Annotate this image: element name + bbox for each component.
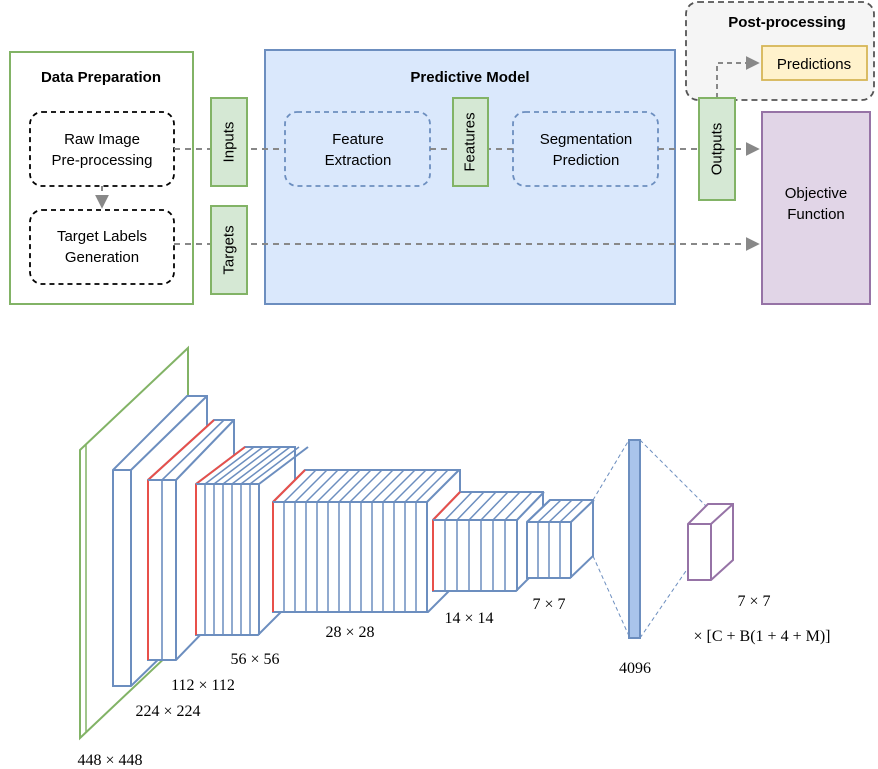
size-label-14: 14 × 14: [444, 610, 493, 627]
segmentation-line2: Prediction: [553, 152, 620, 169]
post-processing-title: Post-processing: [728, 14, 846, 31]
conv-layer-7: [526, 499, 595, 579]
objective-function-line2: Function: [787, 206, 845, 223]
segmentation-line1: Segmentation: [540, 131, 633, 148]
data-preparation-block: Data Preparation Raw Image Pre-processin…: [9, 51, 194, 305]
output-size-label: 7 × 7: [737, 593, 770, 610]
target-labels-box: [29, 209, 175, 285]
size-label-56: 56 × 56: [230, 651, 279, 668]
targets-label: Targets: [221, 225, 238, 274]
feature-extraction-line2: Extraction: [325, 152, 392, 169]
post-processing-block: Post-processing Predictions: [685, 1, 875, 101]
objective-function-line1: Objective: [785, 185, 848, 202]
target-labels-line2: Generation: [65, 249, 139, 266]
size-label-7: 7 × 7: [532, 596, 565, 613]
raw-image-label-line1: Raw Image: [64, 131, 140, 148]
output-depth-label: × [C + B(1 + 4 + M)]: [694, 628, 831, 645]
inputs-label: Inputs: [221, 122, 238, 163]
conv-layer-56: [195, 446, 309, 636]
data-preparation-title: Data Preparation: [41, 69, 161, 86]
cnn-architecture: 448 × 448 224 × 224 112 × 112 56 × 56 28…: [77, 345, 831, 769]
size-label-448: 448 × 448: [77, 752, 142, 769]
size-label-112: 112 × 112: [171, 677, 235, 694]
raw-image-box: [29, 111, 175, 187]
segmentation-prediction-box: [512, 111, 659, 187]
fc-layer-4096: [592, 439, 709, 639]
feature-extraction-box: [284, 111, 431, 187]
conv-layer-14: [432, 491, 545, 592]
outputs-label: Outputs: [709, 123, 726, 176]
predictions-label: Predictions: [777, 56, 851, 73]
predictions-box: [761, 45, 868, 81]
size-label-4096: 4096: [619, 660, 651, 677]
features-tag: Features: [452, 97, 489, 187]
objective-function-block: Objective Function: [761, 111, 871, 305]
conv-layer-28: [272, 469, 461, 613]
predictive-model-title: Predictive Model: [410, 69, 529, 86]
output-cube: [687, 503, 734, 581]
raw-image-label-line2: Pre-processing: [52, 152, 153, 169]
targets-tag: Targets: [210, 205, 248, 295]
outputs-tag: Outputs: [698, 97, 736, 201]
size-label-28: 28 × 28: [325, 624, 374, 641]
features-label: Features: [462, 112, 479, 171]
feature-extraction-line1: Feature: [332, 131, 384, 148]
size-label-224: 224 × 224: [135, 703, 200, 720]
target-labels-line1: Target Labels: [57, 228, 147, 245]
inputs-tag: Inputs: [210, 97, 248, 187]
